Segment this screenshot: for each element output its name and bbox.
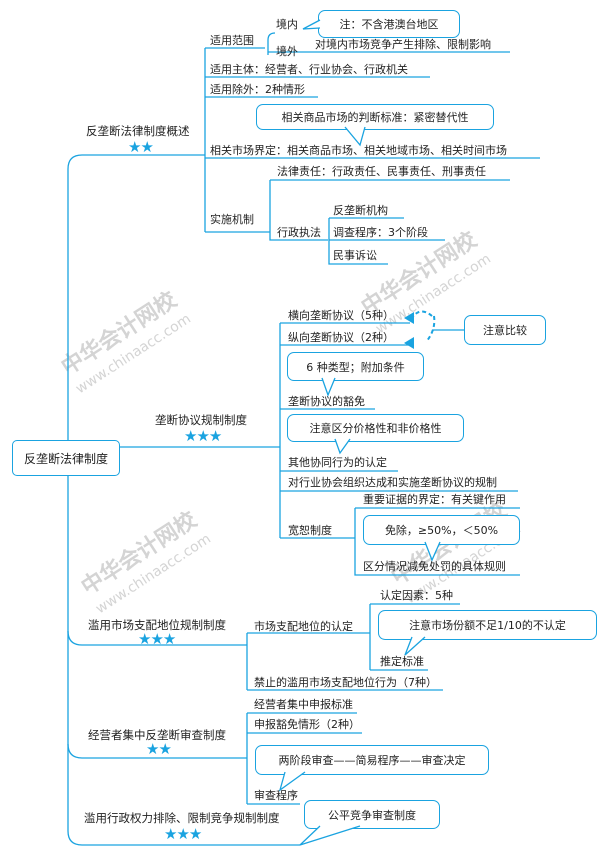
node-label: 适用范围 bbox=[210, 34, 254, 47]
node-label: 适用除外：2种情形 bbox=[210, 83, 305, 96]
callout: 公平竞争审查制度 bbox=[304, 800, 440, 829]
callout: 6 种类型；附加条件 bbox=[287, 352, 424, 381]
node-label: 审查程序 bbox=[254, 789, 298, 802]
node-label: 对境内市场竞争产生排除、限制影响 bbox=[315, 38, 491, 51]
node-label: 市场支配地位的认定 bbox=[254, 620, 353, 633]
node-label: 宽恕制度 bbox=[288, 524, 332, 537]
callout: 注意市场份额不足1/10的不认定 bbox=[378, 610, 597, 640]
branch-title: 滥用市场支配地位规制制度 bbox=[88, 618, 226, 632]
node-label: 境外 bbox=[276, 45, 298, 58]
node-label: 境内 bbox=[276, 18, 298, 31]
node-label: 相关市场界定：相关商品市场、相关地域市场、相关时间市场 bbox=[210, 144, 507, 157]
branch-title: 垄断协议规制制度 bbox=[155, 413, 247, 427]
node-label: 法律责任：行政责任、民事责任、刑事责任 bbox=[277, 165, 486, 178]
node-label: 重要证据的界定：有关键作用 bbox=[363, 493, 506, 506]
star-rating: ★★ bbox=[128, 138, 154, 156]
branch-title: 反垄断法律制度概述 bbox=[86, 124, 190, 138]
callout: 注意比较 bbox=[464, 315, 546, 345]
node-label: 对行业协会组织达成和实施垄断协议的规制 bbox=[288, 476, 497, 489]
callout: 注意区分价格性和非价格性 bbox=[287, 414, 464, 442]
node-label: 实施机制 bbox=[210, 213, 254, 226]
callout: 注：不含港澳台地区 bbox=[318, 10, 460, 38]
callout: 相关商品市场的判断标准：紧密替代性 bbox=[256, 104, 494, 130]
callout: 两阶段审查——简易程序——审查决定 bbox=[255, 745, 489, 775]
root-node: 反垄断法律制度 bbox=[12, 440, 120, 476]
node-label: 禁止的滥用市场支配地位行为（7种） bbox=[254, 676, 437, 689]
node-label: 推定标准 bbox=[380, 655, 424, 668]
node-label: 民事诉讼 bbox=[333, 249, 377, 262]
star-rating: ★★ bbox=[146, 740, 172, 758]
node-label: 纵向垄断协议（2种） bbox=[288, 331, 394, 344]
branch-title: 滥用行政权力排除、限制竞争规制制度 bbox=[84, 811, 280, 825]
node-label: 垄断协议的豁免 bbox=[288, 395, 365, 408]
node-label: 横向垄断协议（5种） bbox=[288, 309, 394, 322]
branch-title: 经营者集中反垄断审查制度 bbox=[88, 728, 226, 742]
node-label: 区分情况减免处罚的具体规则 bbox=[363, 560, 506, 573]
node-label: 调查程序：3个阶段 bbox=[333, 226, 428, 239]
node-label: 反垄断机构 bbox=[333, 204, 388, 217]
node-label: 适用主体：经营者、行业协会、行政机关 bbox=[210, 63, 408, 76]
node-label: 其他协同行为的认定 bbox=[288, 456, 387, 469]
star-rating: ★★★ bbox=[184, 427, 222, 445]
node-label: 认定因素：5种 bbox=[380, 589, 453, 602]
node-label: 行政执法 bbox=[277, 226, 321, 239]
callout: 免除，≥50%，＜50% bbox=[363, 515, 520, 545]
node-label: 经营者集中申报标准 bbox=[254, 698, 353, 711]
node-label: 申报豁免情形（2种） bbox=[254, 718, 360, 731]
star-rating: ★★★ bbox=[138, 630, 176, 648]
star-rating: ★★★ bbox=[164, 825, 202, 843]
